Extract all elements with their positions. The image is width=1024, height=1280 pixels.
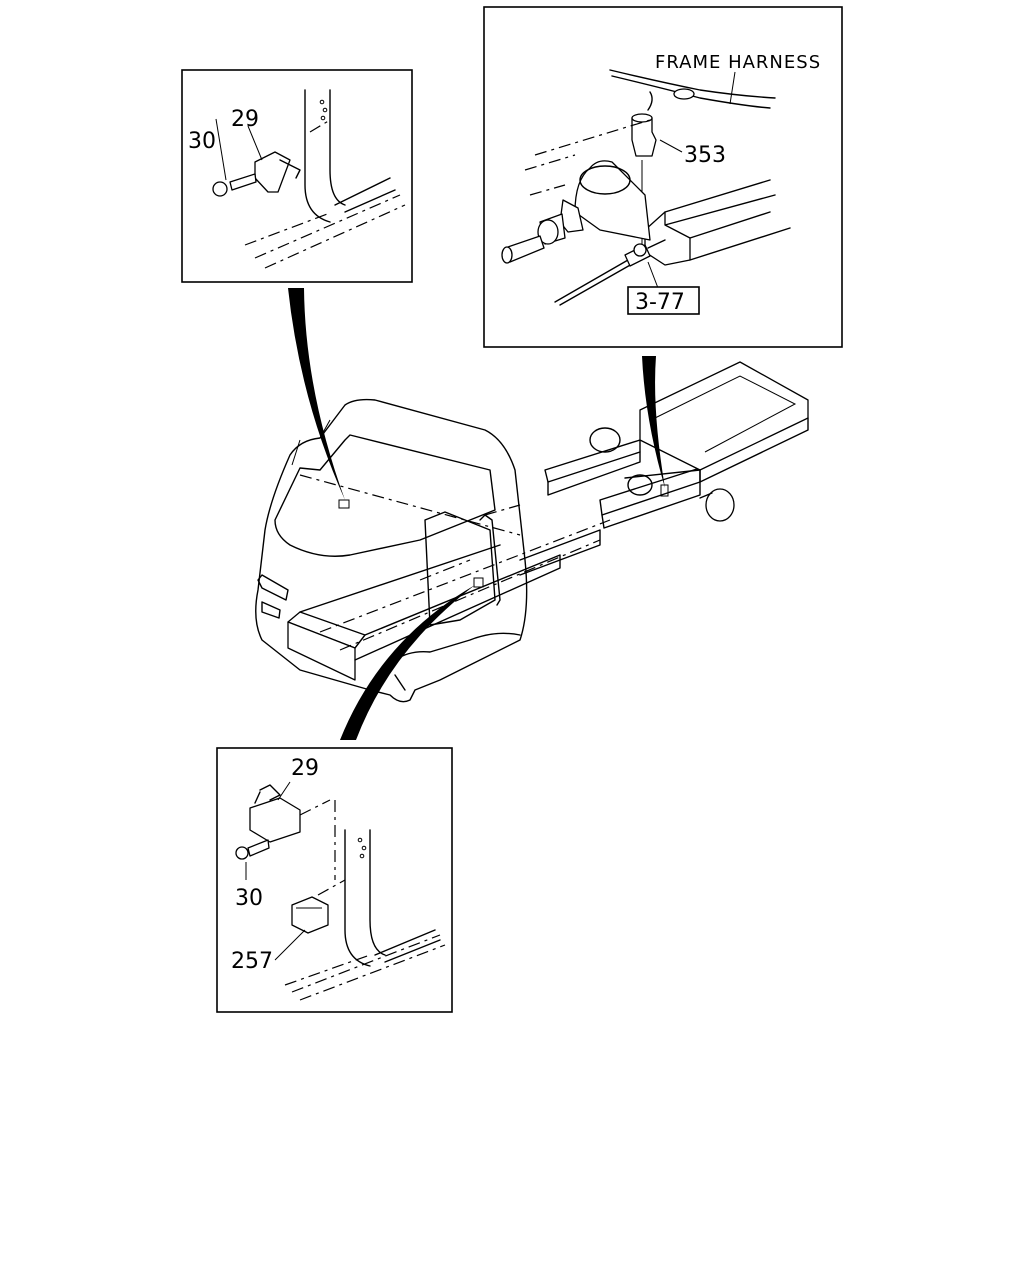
label-30-top: 30 <box>188 129 216 154</box>
detail-box-bottom <box>216 747 453 1013</box>
label-3-77: 3-77 <box>635 290 685 315</box>
label-257: 257 <box>231 949 273 974</box>
label-353: 353 <box>684 143 726 168</box>
leader-wedges <box>288 288 665 740</box>
detail-box-top-left <box>181 69 413 283</box>
label-30-bottom: 30 <box>235 886 263 911</box>
label-29-top: 29 <box>231 107 259 132</box>
label-frame-harness: FRAME HARNESS <box>655 52 821 73</box>
detail-box-top-right <box>483 6 843 348</box>
label-29-bottom: 29 <box>291 756 319 781</box>
truck-chassis-drawing <box>255 361 809 703</box>
